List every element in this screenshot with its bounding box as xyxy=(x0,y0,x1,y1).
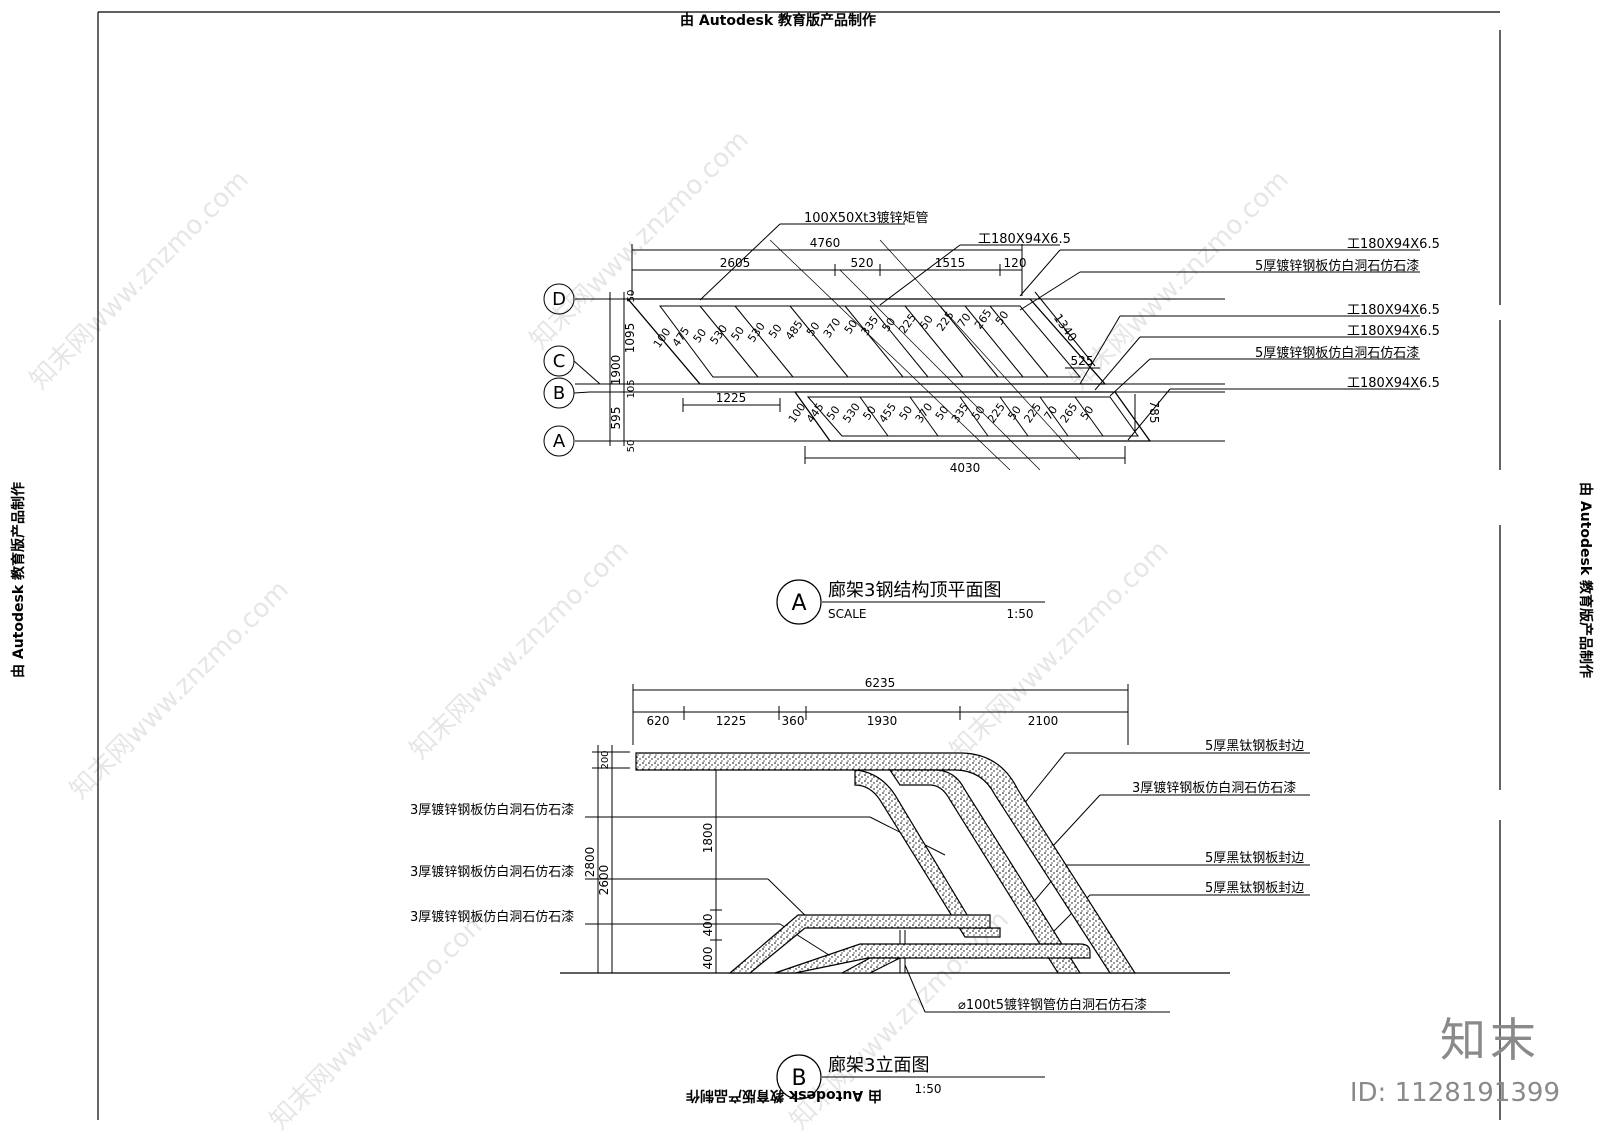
dim-label: 1900 xyxy=(609,355,623,386)
edu-stamp-top: 由 Autodesk 教育版产品制作 xyxy=(680,13,877,29)
member-dim-label: 50 xyxy=(1005,404,1024,423)
plan-callout: 工180X94X6.5 xyxy=(1347,237,1440,252)
dim-label: 4030 xyxy=(950,461,981,475)
plan-title-block: A 廊架3钢结构顶平面图 SCALE 1:50 xyxy=(776,579,1045,625)
member-dim-label: 50 xyxy=(766,322,785,341)
elev-callout: 5厚黑钛钢板封边 xyxy=(1205,881,1304,896)
member-dim-label: 335 xyxy=(949,401,972,426)
member-dim-label: 50 xyxy=(804,320,823,339)
member-dim-label: 70 xyxy=(1042,404,1061,423)
dim-label: 520 xyxy=(851,256,874,270)
member-dim-label: 445 xyxy=(804,401,827,426)
elev-callout: 5厚黑钛钢板封边 xyxy=(1205,739,1304,754)
member-dim-label: 50 xyxy=(842,317,861,336)
member-dim-label: 530 xyxy=(840,401,863,426)
elevation-title-block: B 廊架3立面图 1:50 xyxy=(776,1054,1045,1100)
dim-label: 2600 xyxy=(597,865,611,896)
member-dim-label: 50 xyxy=(728,324,747,343)
plan-title-badge: A xyxy=(791,591,806,616)
member-dim-label: 50 xyxy=(993,309,1012,328)
grid-label-c: C xyxy=(553,351,566,372)
elevation-view xyxy=(560,684,1310,1013)
dim-label: 595 xyxy=(609,407,623,430)
member-dim-label: 50 xyxy=(969,404,988,423)
member-dim-label: 50 xyxy=(879,315,898,334)
plan-callout: 5厚镀锌钢板仿白洞石仿石漆 xyxy=(1255,345,1419,361)
elev-callout: ⌀100t5镀锌钢管仿白洞石仿石漆 xyxy=(958,997,1147,1013)
dim-label: 2100 xyxy=(1028,714,1059,728)
member-dim-label: 225 xyxy=(1021,401,1044,426)
member-dim-label: 225 xyxy=(896,311,919,336)
elev-scale-value: 1:50 xyxy=(915,1082,942,1096)
dim-label: 525 xyxy=(1071,354,1094,368)
dim-label: 200 xyxy=(600,750,611,769)
dim-label: 620 xyxy=(647,714,670,728)
member-dim-label: 370 xyxy=(821,316,844,341)
dim-label: 50 xyxy=(626,290,637,303)
member-dim-label: 50 xyxy=(691,326,710,345)
dim-label: 2800 xyxy=(583,847,597,878)
dim-label: 1225 xyxy=(716,391,747,405)
dim-label: 1800 xyxy=(701,823,715,854)
grid-label-b: B xyxy=(553,383,565,404)
member-dim-label: 50 xyxy=(917,313,936,332)
plan-callout: 100X50Xt3镀锌矩管 xyxy=(804,210,929,226)
plan-callout: 工180X94X6.5 xyxy=(978,232,1071,247)
dim-label: 360 xyxy=(782,714,805,728)
dim-label: 105 xyxy=(626,379,637,398)
dim-label: 1930 xyxy=(867,714,898,728)
dim-label: 785 xyxy=(1147,401,1161,424)
member-dim-label: 225 xyxy=(934,309,957,334)
plan-view xyxy=(543,223,1420,471)
member-dim-label: 225 xyxy=(985,401,1008,426)
member-dim-label: 265 xyxy=(972,307,995,332)
member-dim-label: 50 xyxy=(824,404,843,423)
grid-label-a: A xyxy=(553,431,566,452)
dim-label: 6235 xyxy=(865,676,896,690)
grid-label-d: D xyxy=(552,289,566,310)
member-dim-label: 530 xyxy=(707,322,730,347)
plan-title: 廊架3钢结构顶平面图 xyxy=(828,580,1001,601)
dim-label: 120 xyxy=(1004,256,1027,270)
elev-title: 廊架3立面图 xyxy=(828,1055,929,1076)
member-dim-label: 335 xyxy=(859,313,882,338)
plan-scale-value: 1:50 xyxy=(1007,607,1034,621)
plan-callout: 工180X94X6.5 xyxy=(1347,303,1440,318)
dim-label: 400 xyxy=(701,947,715,970)
plan-callout: 5厚镀锌钢板仿白洞石仿石漆 xyxy=(1255,258,1419,274)
dim-label: 1515 xyxy=(935,256,966,270)
elevation-shapes xyxy=(635,752,1137,974)
member-dim-label: 530 xyxy=(745,320,768,345)
member-dim-label: 50 xyxy=(897,404,916,423)
member-dim-label: 455 xyxy=(876,401,899,426)
brand-logo: 知末 xyxy=(1440,1013,1540,1067)
lower-dim-row: 1004455053050455503705033550225502257026… xyxy=(786,401,1097,426)
member-dim-label: 100 xyxy=(786,401,809,426)
dim-label: 400 xyxy=(701,914,715,937)
plan-scale-label: SCALE xyxy=(828,607,866,621)
dim-label: 2605 xyxy=(720,256,751,270)
dim-label: 1225 xyxy=(716,714,747,728)
elev-callout: 3厚镀锌钢板仿白洞石仿石漆 xyxy=(410,909,574,925)
elev-title-badge: B xyxy=(791,1066,806,1091)
dim-label: 4760 xyxy=(810,236,841,250)
dim-label: 1095 xyxy=(623,323,637,354)
elev-callout: 3厚镀锌钢板仿白洞石仿石漆 xyxy=(410,864,574,880)
elev-callout: 5厚黑钛钢板封边 xyxy=(1205,851,1304,866)
member-dim-label: 50 xyxy=(933,404,952,423)
upper-dim-row: 1004755053050530504855037050335502255022… xyxy=(651,307,1012,351)
dim-label: 50 xyxy=(626,440,637,453)
elev-callout: 3厚镀锌钢板仿白洞石仿石漆 xyxy=(410,802,574,818)
elev-callout: 3厚镀锌钢板仿白洞石仿石漆 xyxy=(1132,780,1296,796)
member-dim-label: 265 xyxy=(1058,401,1081,426)
elevation-labels: 6235 620 1225 360 1930 2100 200 2800 260… xyxy=(410,676,1304,1013)
plan-callout: 工180X94X6.5 xyxy=(1347,324,1440,339)
plan-callout: 工180X94X6.5 xyxy=(1347,376,1440,391)
member-dim-label: 370 xyxy=(913,401,936,426)
member-dim-label: 50 xyxy=(1078,404,1097,423)
sheet-border xyxy=(97,11,1501,1120)
brand-id: ID: 1128191399 xyxy=(1349,1078,1560,1108)
